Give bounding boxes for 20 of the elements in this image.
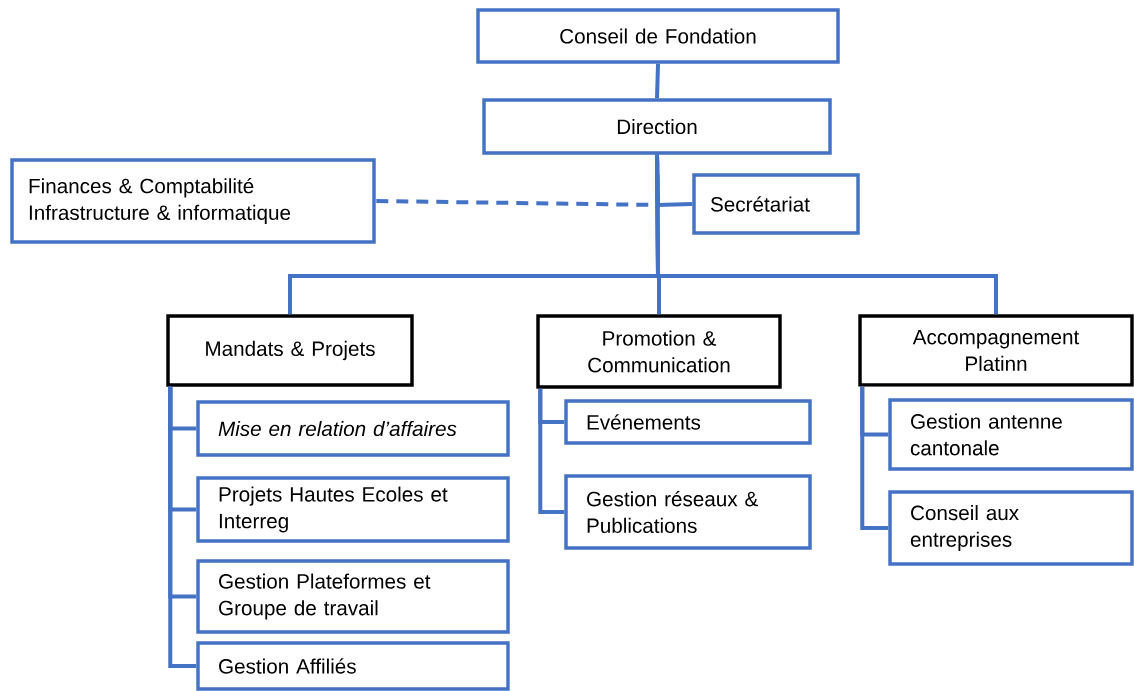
- connector-line: [538, 388, 565, 514]
- org-box: Conseil de Fondation: [476, 8, 840, 64]
- connector-line: [860, 386, 889, 530]
- org-box: Direction: [482, 98, 832, 155]
- unit-box: Gestion réseaux & Publications: [564, 474, 812, 550]
- connector-line: [655, 154, 998, 315]
- unit-box: Gestion Plateformes et Groupe de travail: [196, 559, 510, 634]
- department-box: Promotion & Communication: [536, 314, 782, 389]
- unit-box: Gestion Affiliés: [196, 641, 510, 691]
- unit-box: Conseil aux entreprises: [888, 490, 1134, 566]
- department-box: Accompagnement Platinn: [858, 314, 1134, 387]
- unit-box: Evénements: [564, 399, 812, 445]
- org-box: Finances & Comptabilité Infrastructure & informatique: [10, 158, 376, 244]
- unit-box: Gestion antenne cantonale: [888, 398, 1134, 471]
- connector-line: [655, 63, 660, 99]
- unit-box: Mise en relation d’affaires: [196, 400, 510, 457]
- department-box: Mandats & Projets: [166, 314, 414, 387]
- unit-box: Projets Hautes Ecoles et Interreg: [196, 476, 510, 543]
- connector-line: [168, 386, 197, 668]
- org-box: Secrétariat: [692, 173, 860, 235]
